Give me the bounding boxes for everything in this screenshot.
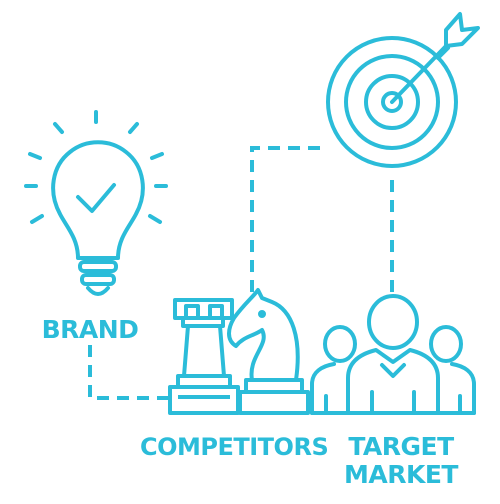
connector-brand-competitors	[88, 345, 168, 400]
brand-label: BRAND	[41, 315, 139, 344]
target-arrow-icon	[326, 12, 480, 168]
target-market-label: TARGET MARKET	[336, 433, 466, 489]
connector-competitors-goal	[250, 146, 326, 292]
chess-knight-icon	[227, 288, 310, 415]
people-group-icon	[310, 294, 476, 415]
lightbulb-check-icon	[24, 110, 168, 296]
target-market-label-line1: TARGET	[348, 432, 454, 461]
competitors-label: COMPETITORS	[140, 433, 329, 461]
chess-rook-icon	[168, 298, 240, 415]
target-market-label-line2: MARKET	[344, 460, 458, 489]
